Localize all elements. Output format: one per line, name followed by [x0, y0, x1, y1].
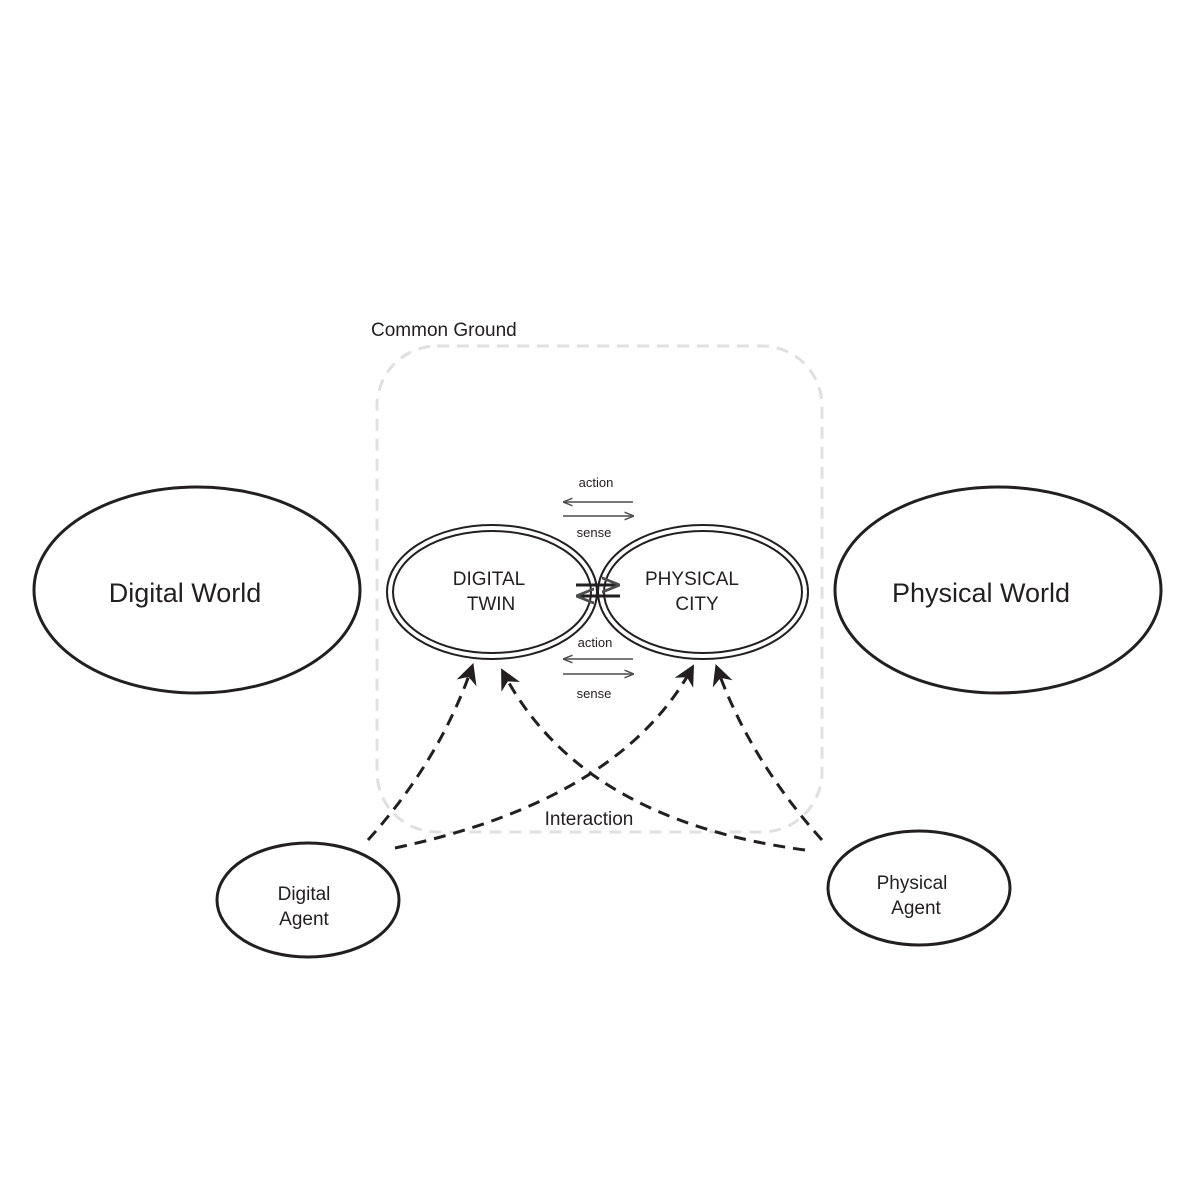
- digital-twin-node: DIGITAL TWIN: [386, 524, 598, 660]
- top-sense-label: sense: [577, 525, 612, 540]
- digital-world-node: Digital World: [32, 485, 362, 695]
- physical-world-node: Physical World: [833, 485, 1163, 695]
- digital-agent-line1: Digital: [278, 884, 331, 905]
- physical-city-node: PHYSICAL CITY: [597, 524, 809, 660]
- common-ground-label: Common Ground: [371, 320, 517, 341]
- bottom-action-sense: action sense: [563, 635, 633, 701]
- common-ground-box: [375, 344, 824, 834]
- physical-agent-to-city-arrow: [712, 664, 824, 842]
- physical-agent-line1: Physical: [877, 873, 948, 894]
- physical-world-label: Physical World: [892, 578, 1070, 608]
- bottom-action-label: action: [578, 635, 613, 650]
- digital-agent-to-city-arrow: [394, 664, 695, 850]
- digital-world-label: Digital World: [109, 578, 262, 608]
- physical-city-line1: PHYSICAL: [645, 569, 739, 590]
- top-action-sense: action sense: [563, 475, 633, 540]
- physical-city-line2: CITY: [675, 594, 719, 615]
- exchange-arrows: [576, 585, 620, 596]
- digital-agent-to-twin-arrow: [366, 663, 477, 842]
- physical-agent-to-twin-arrow: [501, 668, 806, 852]
- digital-twin-line2: TWIN: [467, 594, 516, 615]
- physical-agent-node: Physical Agent: [826, 829, 1012, 947]
- digital-agent-line2: Agent: [279, 909, 329, 930]
- physical-agent-line2: Agent: [891, 898, 941, 919]
- top-action-label: action: [579, 475, 614, 490]
- bottom-sense-label: sense: [577, 686, 612, 701]
- digital-twin-line1: DIGITAL: [453, 569, 526, 590]
- digital-agent-node: Digital Agent: [215, 841, 401, 959]
- interaction-label: Interaction: [545, 809, 634, 830]
